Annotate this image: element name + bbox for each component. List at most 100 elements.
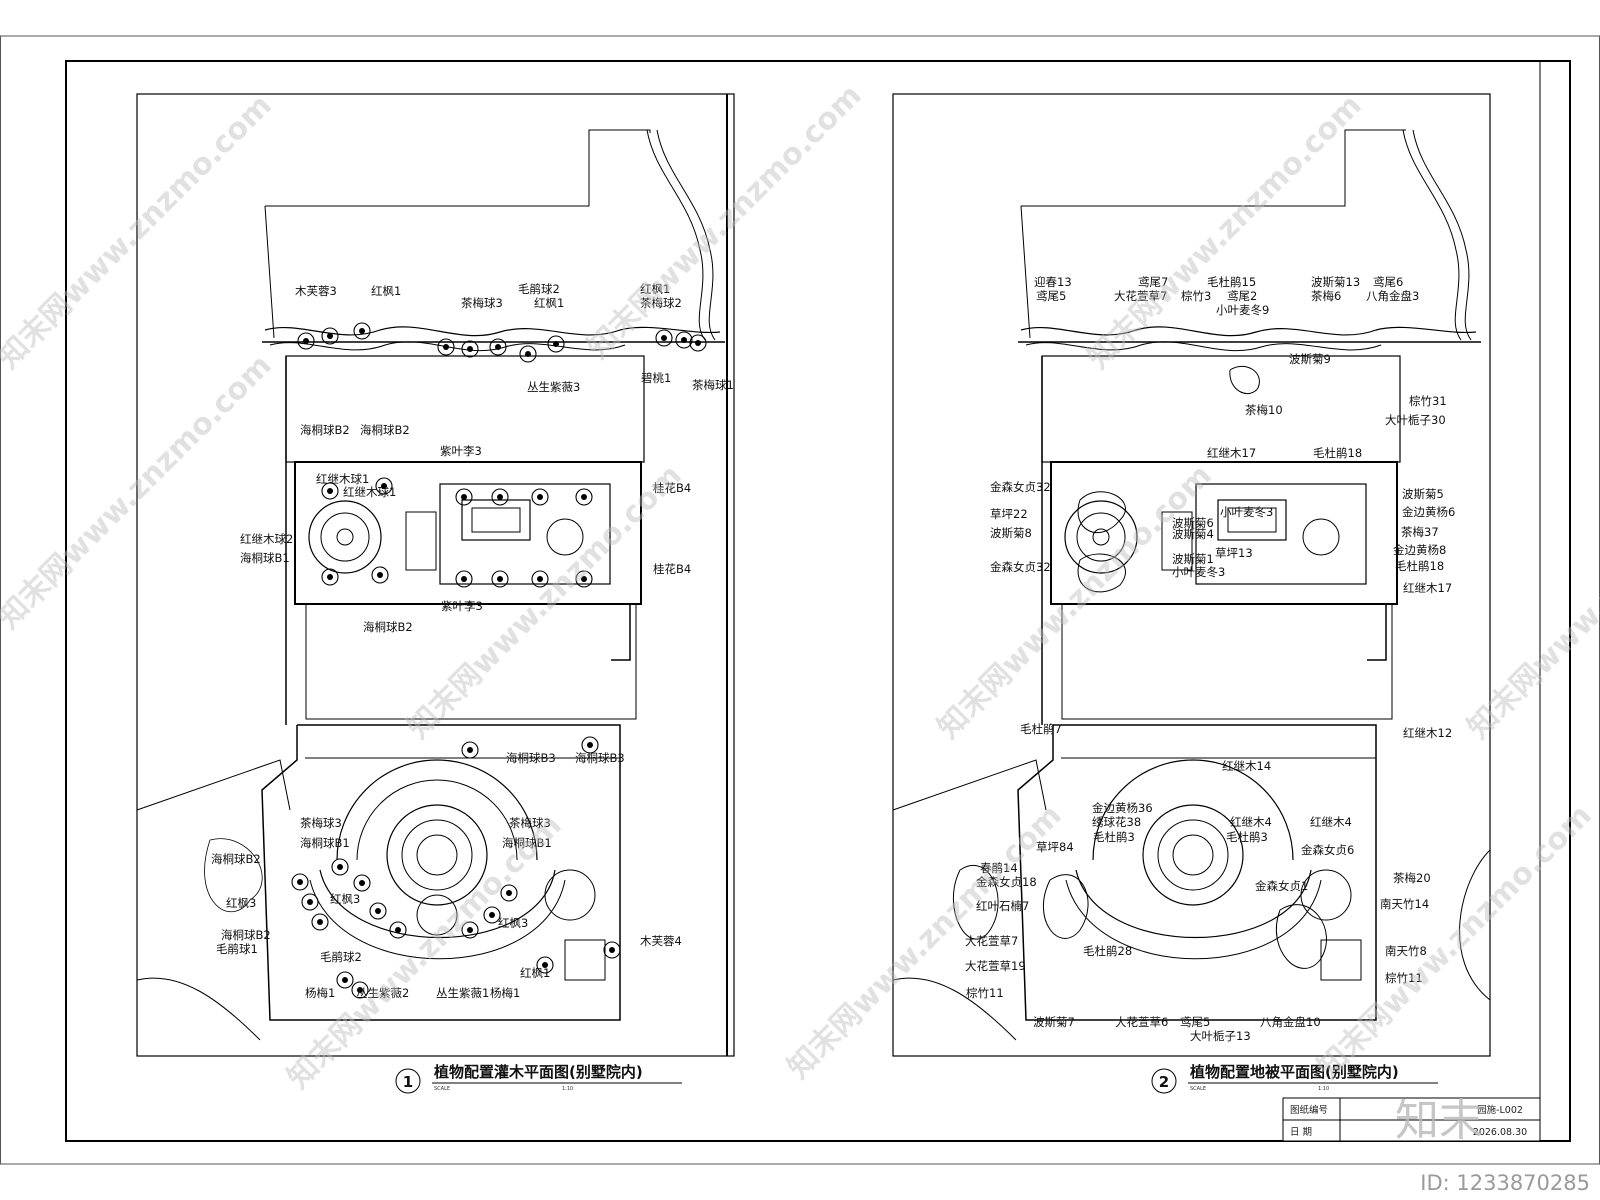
plan2-house-lower xyxy=(1061,603,1393,720)
watermark-text: 知末网www.znzmo.com xyxy=(581,78,869,366)
plan2-plant-label: 八角金盘10 xyxy=(1260,1015,1321,1029)
plan1-fountain-ring xyxy=(546,518,584,556)
plan1-plant-label: 海桐球B2 xyxy=(211,852,261,866)
plan2-plant-label: 棕竹11 xyxy=(1385,971,1423,985)
plan2-plant-label: 小叶麦冬9 xyxy=(1216,303,1269,317)
tree-symbol xyxy=(547,335,565,353)
plan2-curved-path-2 xyxy=(1065,879,1322,960)
tree-symbol xyxy=(353,874,371,892)
plan2-plant-label: 棕竹31 xyxy=(1409,394,1447,408)
plan1-semicircle-lawn xyxy=(336,759,538,861)
tree-trunk xyxy=(337,864,343,870)
tree-trunk xyxy=(495,344,501,350)
plan2-lower-fountain xyxy=(1142,804,1244,906)
plan1-scale-label: SCALE xyxy=(434,1086,450,1092)
tree-symbol xyxy=(331,858,349,876)
tree-symbol xyxy=(371,566,389,584)
tree-trunk xyxy=(489,912,495,918)
plan2-plant-label: 金森女贞32 xyxy=(990,560,1051,574)
plan1-title: 植物配置灌木平面图(别墅院内) xyxy=(434,1063,643,1081)
plan1-lower-fountain-ring xyxy=(401,819,473,891)
tree-symbol xyxy=(489,338,507,356)
plan2-plant-label: 波斯菊4 xyxy=(1172,527,1214,541)
tree-symbol xyxy=(531,488,549,506)
plan1-fountain-rings xyxy=(308,500,382,574)
plan1-plant-label: 海桐球B1 xyxy=(502,836,552,850)
plan2-plant-label: 草坪84 xyxy=(1036,840,1074,854)
plan2-plant-label: 红继木17 xyxy=(1207,446,1256,460)
tree-symbol xyxy=(455,570,473,588)
plan1-plant-label: 丛生紫薇2 xyxy=(356,986,409,1000)
plan1-plant-label: 杨梅1 xyxy=(490,986,520,1000)
tree-trunk xyxy=(317,919,323,925)
plan1-plant-label: 海桐球B2 xyxy=(300,423,350,437)
plan1-plant-label: 茶梅球1 xyxy=(692,378,734,392)
plan1-plant-label: 红枫1 xyxy=(520,966,550,980)
tree-trunk xyxy=(303,338,309,344)
plan2-plant-label: 毛杜鹃3 xyxy=(1093,830,1135,844)
plan2-plant-label: 波斯菊8 xyxy=(990,526,1032,540)
plan2-plant-label: 红继木12 xyxy=(1403,726,1452,740)
plan2-west-road xyxy=(892,977,1017,1041)
watermark-id: ID: 1233870285 xyxy=(1420,1171,1590,1195)
plan2-hedge-band-inner xyxy=(1025,341,1382,352)
tree-symbol xyxy=(321,568,339,586)
plan1-west-contour xyxy=(204,838,263,912)
plan1-plant-label: 红继木球2 xyxy=(240,532,293,546)
tree-trunk xyxy=(581,494,587,500)
plan2-plant-label: 毛杜鹃28 xyxy=(1083,944,1132,958)
plan1-fountain-ring xyxy=(320,512,370,562)
plan1-number-circle xyxy=(395,1068,421,1094)
tree-trunk xyxy=(297,879,303,885)
tree-trunk xyxy=(506,890,512,896)
plan2-hedge-band xyxy=(1020,326,1477,337)
tree-symbol xyxy=(389,921,407,939)
plan1-plant-label: 丛生紫薇1 xyxy=(436,986,489,1000)
plan1-plant-label: 红枫1 xyxy=(534,296,564,310)
plan1-boundary-left xyxy=(264,205,275,339)
plan2-fountain-ring xyxy=(1076,512,1126,562)
plan1-viewport xyxy=(136,93,735,1057)
tree-trunk xyxy=(537,576,543,582)
plan2-curved-path xyxy=(1075,869,1312,939)
plan2-west-site-edge xyxy=(892,759,1047,811)
tree-trunk xyxy=(443,344,449,350)
tree-symbol xyxy=(321,482,339,500)
plan1-west-site-edge xyxy=(136,759,291,811)
plan2-number: 2 xyxy=(1159,1073,1169,1091)
watermark-text: 知末网www.znzmo.com xyxy=(1461,458,1600,746)
plan1-plant-label: 海桐球B3 xyxy=(575,751,625,765)
plan2-scale-label: SCALE xyxy=(1190,1086,1206,1092)
plan1-plant-label: 红枫3 xyxy=(330,892,360,906)
tree-symbol xyxy=(461,741,479,759)
tree-trunk xyxy=(695,340,701,346)
plan2-plant-label: 大叶栀子30 xyxy=(1385,413,1446,427)
tree-symbol xyxy=(455,488,473,506)
plan2-plant-label: 红继木4 xyxy=(1230,815,1272,829)
tree-symbol xyxy=(581,736,599,754)
tree-trunk xyxy=(681,337,687,343)
plan1-plant-label: 茶梅球3 xyxy=(300,816,342,830)
plan1-plant-label: 木芙蓉4 xyxy=(640,934,682,948)
plan1-plant-label: 木芙蓉3 xyxy=(295,284,337,298)
plan2-plant-label: 绣球花38 xyxy=(1092,815,1141,829)
tree-trunk xyxy=(497,576,503,582)
watermark-text: 知末网www.znzmo.com xyxy=(1311,798,1599,1086)
plan1-plant-label: 碧桃1 xyxy=(641,371,671,385)
plan2-plant-label: 南天竹8 xyxy=(1385,944,1427,958)
plan1-plant-label: 茶梅球3 xyxy=(509,816,551,830)
tree-symbol xyxy=(575,488,593,506)
plan2-plant-label: 迎春13 xyxy=(1034,275,1072,289)
plan1-plant-label: 桂花B4 xyxy=(653,562,691,576)
tree-trunk xyxy=(461,494,467,500)
tree-trunk xyxy=(381,483,387,489)
plan1-lower-fountain xyxy=(386,804,488,906)
date: 2026.08.30 xyxy=(1473,1127,1527,1138)
plan2-pool-inner xyxy=(1217,499,1287,541)
plan1-lower-garden-outline xyxy=(261,724,621,1021)
tree-trunk xyxy=(661,335,667,341)
plan2-plant-label: 鸢尾2 xyxy=(1227,289,1257,303)
plan1-lower-fountain-ring xyxy=(416,894,458,936)
drawing-no: 园施-L002 xyxy=(1477,1104,1523,1116)
